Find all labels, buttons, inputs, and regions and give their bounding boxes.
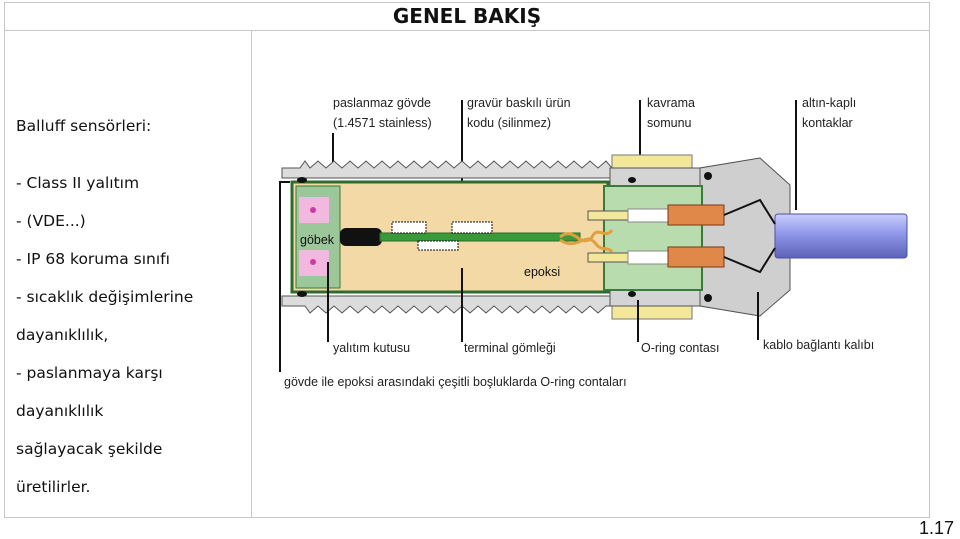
- left-line: - paslanmaya karşı: [16, 364, 163, 382]
- left-line: - (VDE...): [16, 212, 86, 230]
- wire-coil-2: [559, 237, 614, 253]
- o-rings: [297, 172, 712, 302]
- left-heading: Balluff sensörleri:: [16, 117, 152, 135]
- label-epoxy: epoksi: [524, 265, 560, 279]
- page-number: 1.17: [918, 518, 954, 538]
- left-line: dayanıklılık,: [16, 326, 109, 344]
- left-line: üretilirler.: [16, 478, 91, 496]
- label-engraved-line2: kodu (silinmez): [467, 116, 551, 130]
- label-engraved-line1: gravür baskılı ürün: [467, 96, 571, 110]
- label-oring: O-ring contası: [641, 341, 720, 355]
- cable: [774, 213, 908, 259]
- circuit-board: [379, 232, 581, 242]
- column-divider: [251, 31, 252, 518]
- label-core: göbek: [300, 233, 335, 247]
- cable-mold-outer: [699, 157, 791, 317]
- left-line: sağlayacak şekilde: [16, 440, 163, 458]
- terminal-sleeve: [603, 185, 703, 291]
- label-insulation: yalıtım kutusu: [333, 341, 410, 355]
- core-dot-top: [310, 207, 316, 213]
- label-body-line2: (1.4571 stainless): [333, 116, 432, 130]
- core-dot-bottom: [310, 259, 316, 265]
- chip-1: [391, 221, 427, 234]
- stainless-body-bottom-thread: [281, 295, 613, 314]
- label-nut-line1: kavrama: [647, 96, 695, 110]
- label-gaps: gövde ile epoksi arasındaki çeşitli boşl…: [284, 375, 627, 389]
- left-text-panel: Balluff sensörleri: - Class II yalıtım -…: [16, 98, 248, 516]
- left-line: - sıcaklık değişimlerine: [16, 288, 194, 306]
- label-body-line1: paslanmaz gövde: [333, 96, 431, 110]
- label-contacts-line1: altın-kaplı: [802, 96, 856, 110]
- chip-3: [417, 240, 459, 251]
- left-line: - Class II yalıtım: [16, 174, 140, 192]
- label-contacts-line2: kontaklar: [802, 116, 853, 130]
- label-terminal: terminal gömleği: [464, 341, 556, 355]
- slide-frame: [4, 2, 930, 518]
- coupling-nut-bottom: [611, 304, 693, 320]
- wire-coil: [559, 228, 614, 243]
- leader-lines-bottom: [327, 262, 759, 342]
- gold-contacts: [587, 198, 776, 274]
- ferrite-core: [340, 228, 382, 246]
- title-bar: GENEL BAKIŞ: [4, 2, 930, 31]
- gap-bracket: [279, 181, 290, 372]
- coupling-nut-top: [611, 154, 693, 170]
- label-cable: kablo bağlantı kalıbı: [763, 338, 874, 352]
- chip-2: [451, 221, 493, 234]
- label-nut-line2: somunu: [647, 116, 692, 130]
- left-line: dayanıklılık: [16, 402, 104, 420]
- slide-title: GENEL BAKIŞ: [392, 4, 542, 28]
- left-line: - IP 68 koruma sınıfı: [16, 250, 170, 268]
- stainless-body-top-thread: [281, 160, 613, 179]
